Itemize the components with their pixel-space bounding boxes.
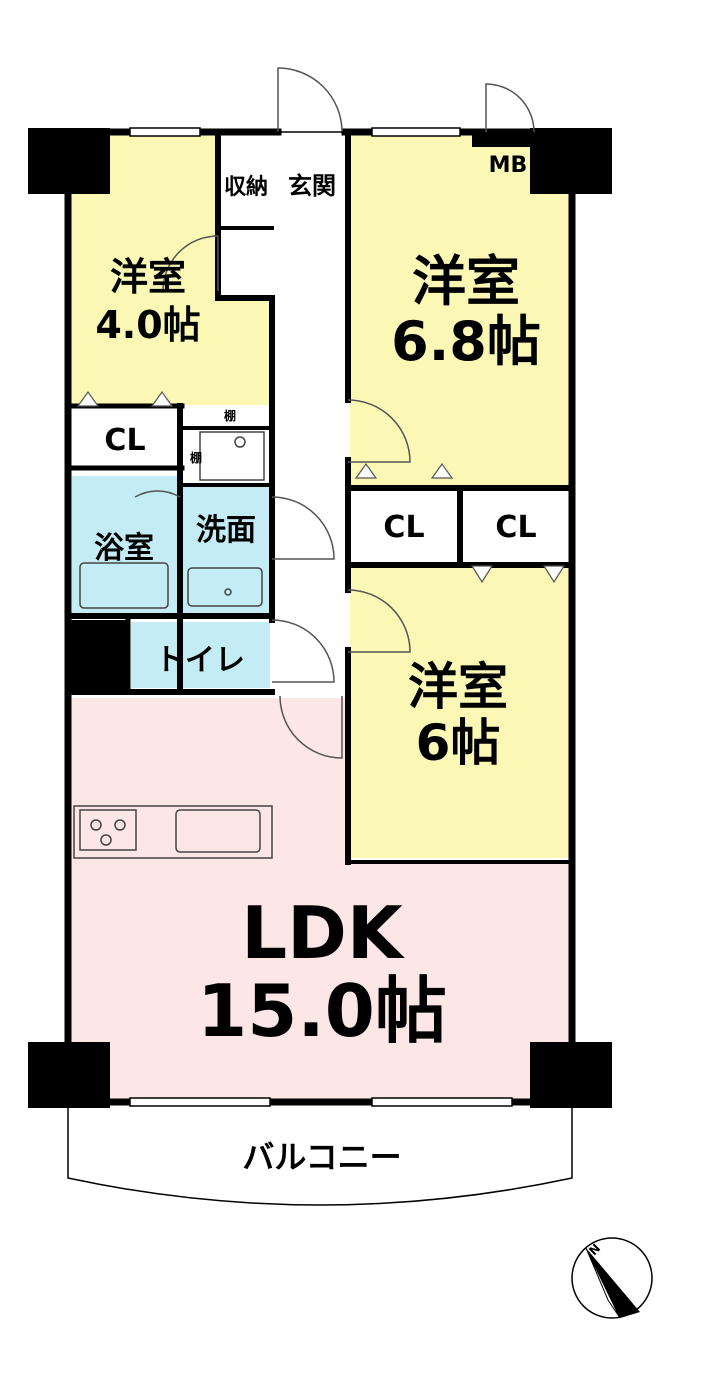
shelf-2-label: 棚 (190, 450, 202, 465)
closet-1-label: CL (104, 423, 145, 458)
room-western-68-name: 洋室 (412, 250, 520, 313)
room-ldk-fill (70, 698, 570, 1100)
pillars (28, 128, 612, 1108)
room-ldk-size: 15.0帖 (197, 969, 447, 1053)
stove (79, 809, 137, 851)
shelf-1-label: 棚 (224, 408, 236, 423)
bathtub (79, 562, 169, 609)
compass-needle (586, 1248, 640, 1318)
fixtures (73, 431, 273, 859)
sink (175, 809, 261, 853)
room-western-4-size: 4.0帖 (95, 303, 200, 347)
room-western-6-name: 洋室 (408, 658, 508, 716)
windows (129, 127, 513, 1107)
room-western-6-size: 6帖 (416, 714, 501, 772)
closet-2-label: CL (383, 510, 424, 545)
room-fills (70, 135, 570, 1100)
closet-3-label: CL (495, 510, 536, 545)
room-ldk-name: LDK (241, 891, 405, 975)
compass: N (571, 1237, 653, 1319)
room-western-6-fill (350, 568, 570, 858)
room-washroom-label: 洗面 (196, 513, 256, 548)
mb-label: MB (489, 153, 528, 178)
closet-markers (76, 390, 566, 584)
storage-label: 収納 (224, 174, 268, 200)
room-toilet-fill (131, 622, 270, 688)
doors (134, 67, 535, 759)
labels: 洋室 4.0帖 洋室 6.8帖 洋室 6帖 LDK 15.0帖 浴室 洗面 トイ… (94, 153, 541, 1176)
room-bath-fill (72, 476, 178, 613)
balcony-outline (67, 1106, 573, 1206)
room-western-68-size: 6.8帖 (391, 310, 541, 373)
entrance-label: 玄関 (288, 172, 336, 200)
room-bath-label: 浴室 (94, 531, 154, 566)
room-washroom-fill (182, 487, 270, 613)
room-toilet-label: トイレ (155, 643, 245, 678)
balcony-label: バルコニー (242, 1138, 401, 1176)
room-western-4-name: 洋室 (110, 255, 186, 299)
